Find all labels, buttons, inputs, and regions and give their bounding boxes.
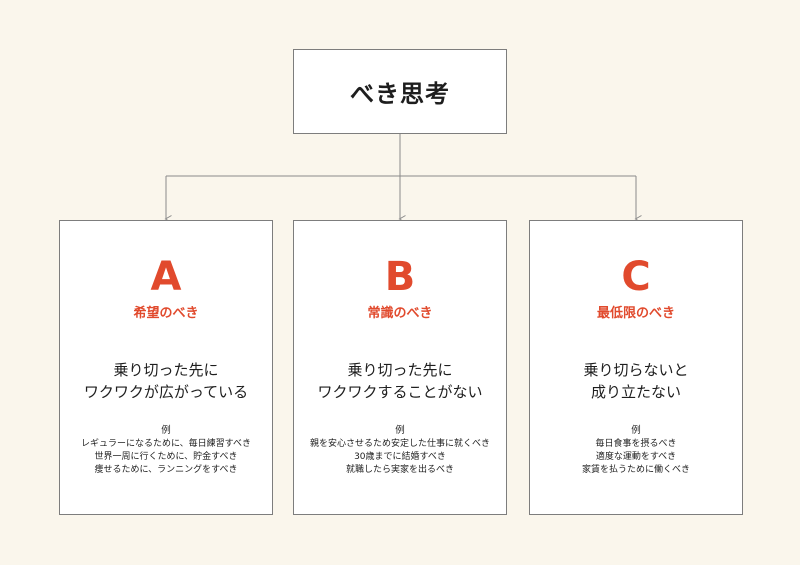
card-letter: A xyxy=(150,254,182,300)
root-node: べき思考 xyxy=(293,49,507,134)
example-item: 世界一周に行くために、貯金すべき xyxy=(94,452,238,462)
example-label: 例 xyxy=(161,425,171,436)
statement-line: 成り立たない xyxy=(590,383,681,401)
example-list: レギュラーになるために、毎日練習すべき 世界一周に行くために、貯金すべき 痩せる… xyxy=(60,438,272,477)
example-item: レギュラーになるために、毎日練習すべき xyxy=(80,439,252,449)
example-item: 30歳までに結婚すべき xyxy=(354,452,446,462)
example-item: 適度な運動をすべき xyxy=(595,452,677,462)
root-title: べき思考 xyxy=(350,80,450,108)
example-item: 親を安心させるため安定した仕事に就くべき xyxy=(309,439,490,449)
example-item: 就職したら実家を出るべき xyxy=(345,465,454,475)
card-a: A 希望のべき 乗り切った先に ワクワクが広がっている 例 レギュラーになるため… xyxy=(59,220,273,515)
card-statement: 乗り切らないと 成り立たない xyxy=(530,359,742,403)
statement-line: 乗り切らないと xyxy=(583,361,689,379)
example-label: 例 xyxy=(395,425,405,436)
example-list: 親を安心させるため安定した仕事に就くべき 30歳までに結婚すべき 就職したら実家… xyxy=(294,438,506,477)
statement-line: ワクワクが広がっている xyxy=(83,383,249,401)
example-item: 毎日食事を摂るべき xyxy=(595,439,677,449)
card-statement: 乗り切った先に ワクワクすることがない xyxy=(294,359,506,403)
card-b: B 常識のべき 乗り切った先に ワクワクすることがない 例 親を安心させるため安… xyxy=(293,220,507,515)
card-statement: 乗り切った先に ワクワクが広がっている xyxy=(60,359,272,403)
card-subtitle: 希望のべき xyxy=(133,306,199,321)
card-letter: B xyxy=(384,254,416,300)
statement-line: ワクワクすることがない xyxy=(317,383,483,401)
example-item: 痩せるために、ランニングをすべき xyxy=(94,465,238,475)
example-list: 毎日食事を摂るべき 適度な運動をすべき 家賃を払うために働くべき xyxy=(530,438,742,477)
example-item: 家賃を払うために働くべき xyxy=(581,465,690,475)
card-letter: C xyxy=(621,254,651,300)
card-subtitle: 常識のべき xyxy=(367,306,433,321)
card-c: C 最低限のべき 乗り切らないと 成り立たない 例 毎日食事を摂るべき 適度な運… xyxy=(529,220,743,515)
statement-line: 乗り切った先に xyxy=(347,361,453,379)
statement-line: 乗り切った先に xyxy=(113,361,219,379)
card-subtitle: 最低限のべき xyxy=(596,306,675,321)
example-label: 例 xyxy=(631,425,641,436)
